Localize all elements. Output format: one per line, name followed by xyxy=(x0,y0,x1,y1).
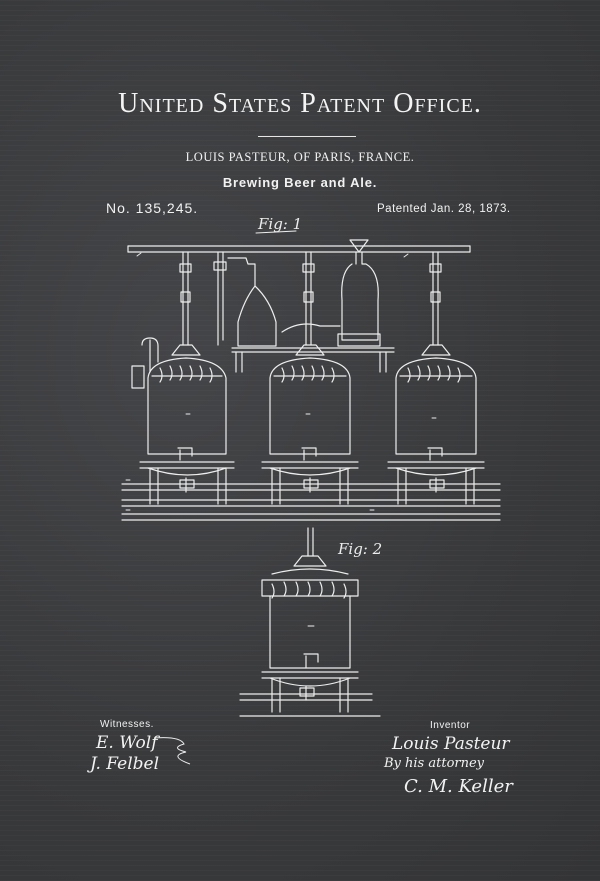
by-attorney-text: By his attorney xyxy=(384,756,485,771)
title-divider xyxy=(258,136,356,137)
reference-marks xyxy=(125,252,437,627)
fig-1-label: Fig: 1 xyxy=(257,215,302,233)
patent-office-title: United States Patent Office. xyxy=(118,88,482,119)
inventor-signature: Louis Pasteur xyxy=(392,734,510,754)
attorney-signature: C. M. Keller xyxy=(404,776,513,797)
inventor-label: Inventor xyxy=(430,720,471,731)
patent-number: No. 135,245. xyxy=(106,200,199,216)
witness-signature-1: E. Wolf xyxy=(96,733,158,753)
vat-1 xyxy=(139,344,235,476)
vat-3 xyxy=(387,344,485,476)
patent-date: Patented Jan. 28, 1873. xyxy=(377,203,511,215)
gauge-apparatus xyxy=(131,337,159,389)
supply-pipe xyxy=(127,245,471,253)
base-frame xyxy=(121,467,501,521)
vat-2 xyxy=(261,344,359,476)
signature-flourish xyxy=(153,737,191,765)
witnesses-label: Witnesses. xyxy=(100,719,154,730)
fig-2-label: Fig: 2 xyxy=(337,540,382,558)
drop-pipes xyxy=(179,251,442,346)
fermentation-flasks xyxy=(213,239,395,373)
witness-signature-2: J. Felbel xyxy=(90,754,160,774)
fig-2-vat xyxy=(239,527,381,717)
patent-subject: Brewing Beer and Ale. xyxy=(222,175,378,190)
inventor-line: LOUIS PASTEUR, OF PARIS, FRANCE. xyxy=(185,150,415,164)
